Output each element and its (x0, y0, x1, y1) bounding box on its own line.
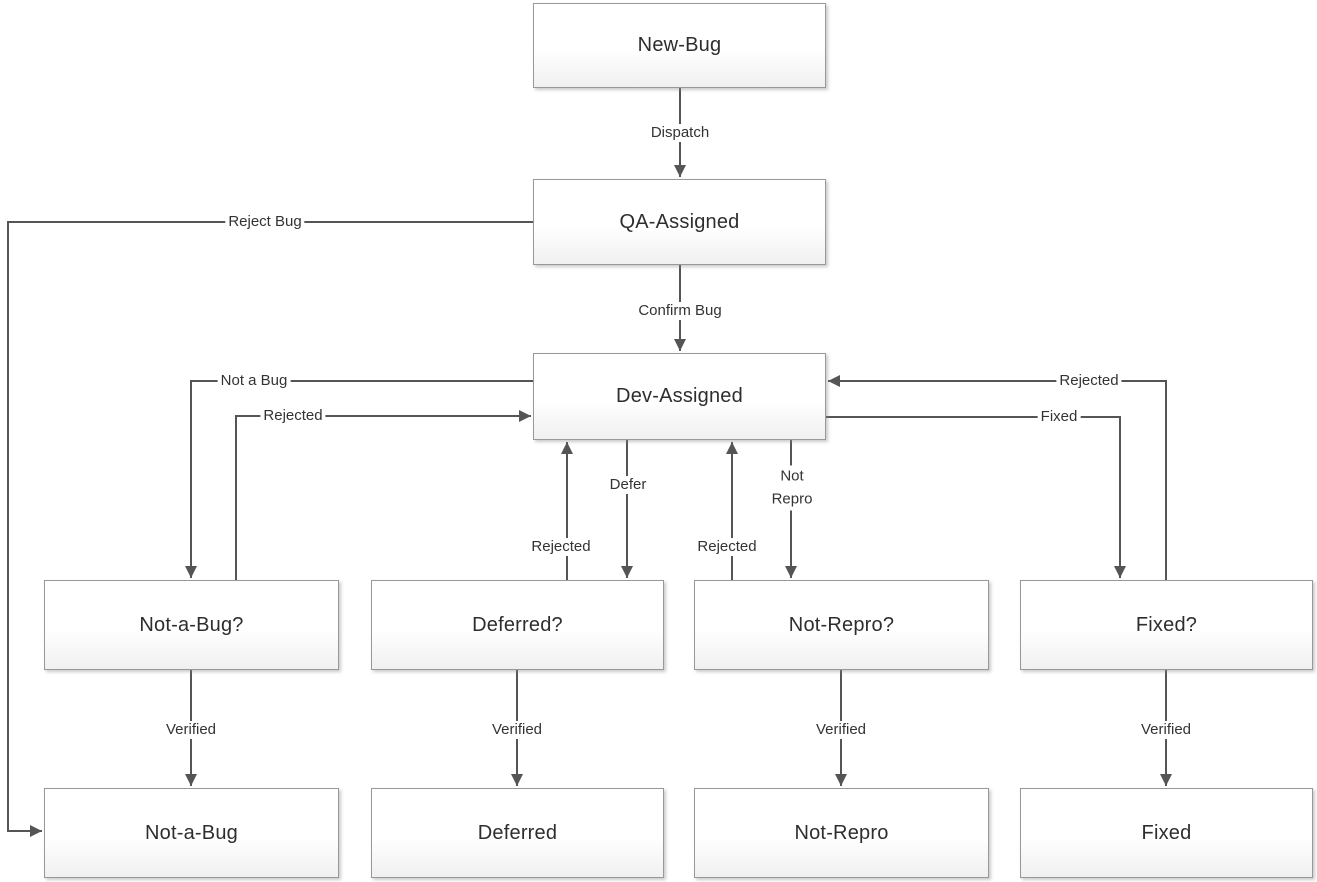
edge-label-dispatch: Dispatch (647, 124, 713, 142)
edge-label-verified-fixed: Verified (1137, 721, 1195, 739)
node-fixed: Fixed (1020, 788, 1313, 878)
node-qa-assigned-label: QA-Assigned (619, 210, 740, 233)
node-deferred-label: Deferred (477, 821, 558, 844)
node-not-repro: Not-Repro (694, 788, 989, 878)
node-not-a-bug-check: Not-a-Bug? (44, 580, 339, 670)
node-not-repro-label: Not-Repro (794, 821, 889, 844)
node-fixed-check: Fixed? (1020, 580, 1313, 670)
node-new-bug-label: New-Bug (637, 34, 722, 56)
edge-label-verified-deferred: Verified (488, 721, 546, 739)
edge-not-a-bug-branch-line (185, 380, 533, 578)
edge-label-verified-not-a-bug: Verified (162, 721, 220, 739)
edge-reject-bug-line (7, 221, 533, 837)
node-not-a-bug-label: Not-a-Bug (145, 821, 238, 844)
edge-label-confirm-bug: Confirm Bug (635, 302, 725, 320)
node-not-a-bug-check-label: Not-a-Bug? (139, 613, 244, 636)
node-not-repro-check: Not-Repro? (694, 580, 989, 670)
node-fixed-check-label: Fixed? (1135, 613, 1198, 636)
edge-label-verified-not-repro: Verified (812, 721, 870, 739)
edge-rejected-from-not-a-bug-line (235, 410, 531, 580)
edge-rejected-from-fixed-line (828, 375, 1167, 580)
edge-label-not-a-bug-branch: Not a Bug (217, 372, 291, 390)
edge-label-not-repro-branch: Not Repro (765, 465, 819, 511)
node-dev-assigned-label: Dev-Assigned (616, 385, 743, 407)
edge-label-rejected-from-not-a-bug: Rejected (260, 407, 326, 425)
edge-label-defer: Defer (606, 476, 650, 494)
edge-label-rejected-from-deferred: Rejected (528, 538, 594, 556)
edge-label-reject-bug: Reject Bug (225, 213, 305, 231)
node-qa-assigned: QA-Assigned (533, 179, 826, 265)
node-not-a-bug: Not-a-Bug (44, 788, 339, 878)
node-deferred-check-label: Deferred? (472, 613, 563, 636)
node-new-bug: New-Bug (533, 3, 826, 88)
node-dev-assigned: Dev-Assigned (533, 353, 826, 440)
node-deferred: Deferred (371, 788, 664, 878)
edge-label-rejected-from-not-repro: Rejected (694, 538, 760, 556)
edge-label-fixed-branch: Fixed (1037, 408, 1081, 426)
edge-label-rejected-from-fixed: Rejected (1056, 372, 1122, 390)
node-fixed-label: Fixed (1141, 821, 1192, 844)
edge-fixed-branch-line (826, 416, 1126, 578)
node-deferred-check: Deferred? (371, 580, 664, 670)
node-not-repro-check-label: Not-Repro? (788, 613, 895, 636)
